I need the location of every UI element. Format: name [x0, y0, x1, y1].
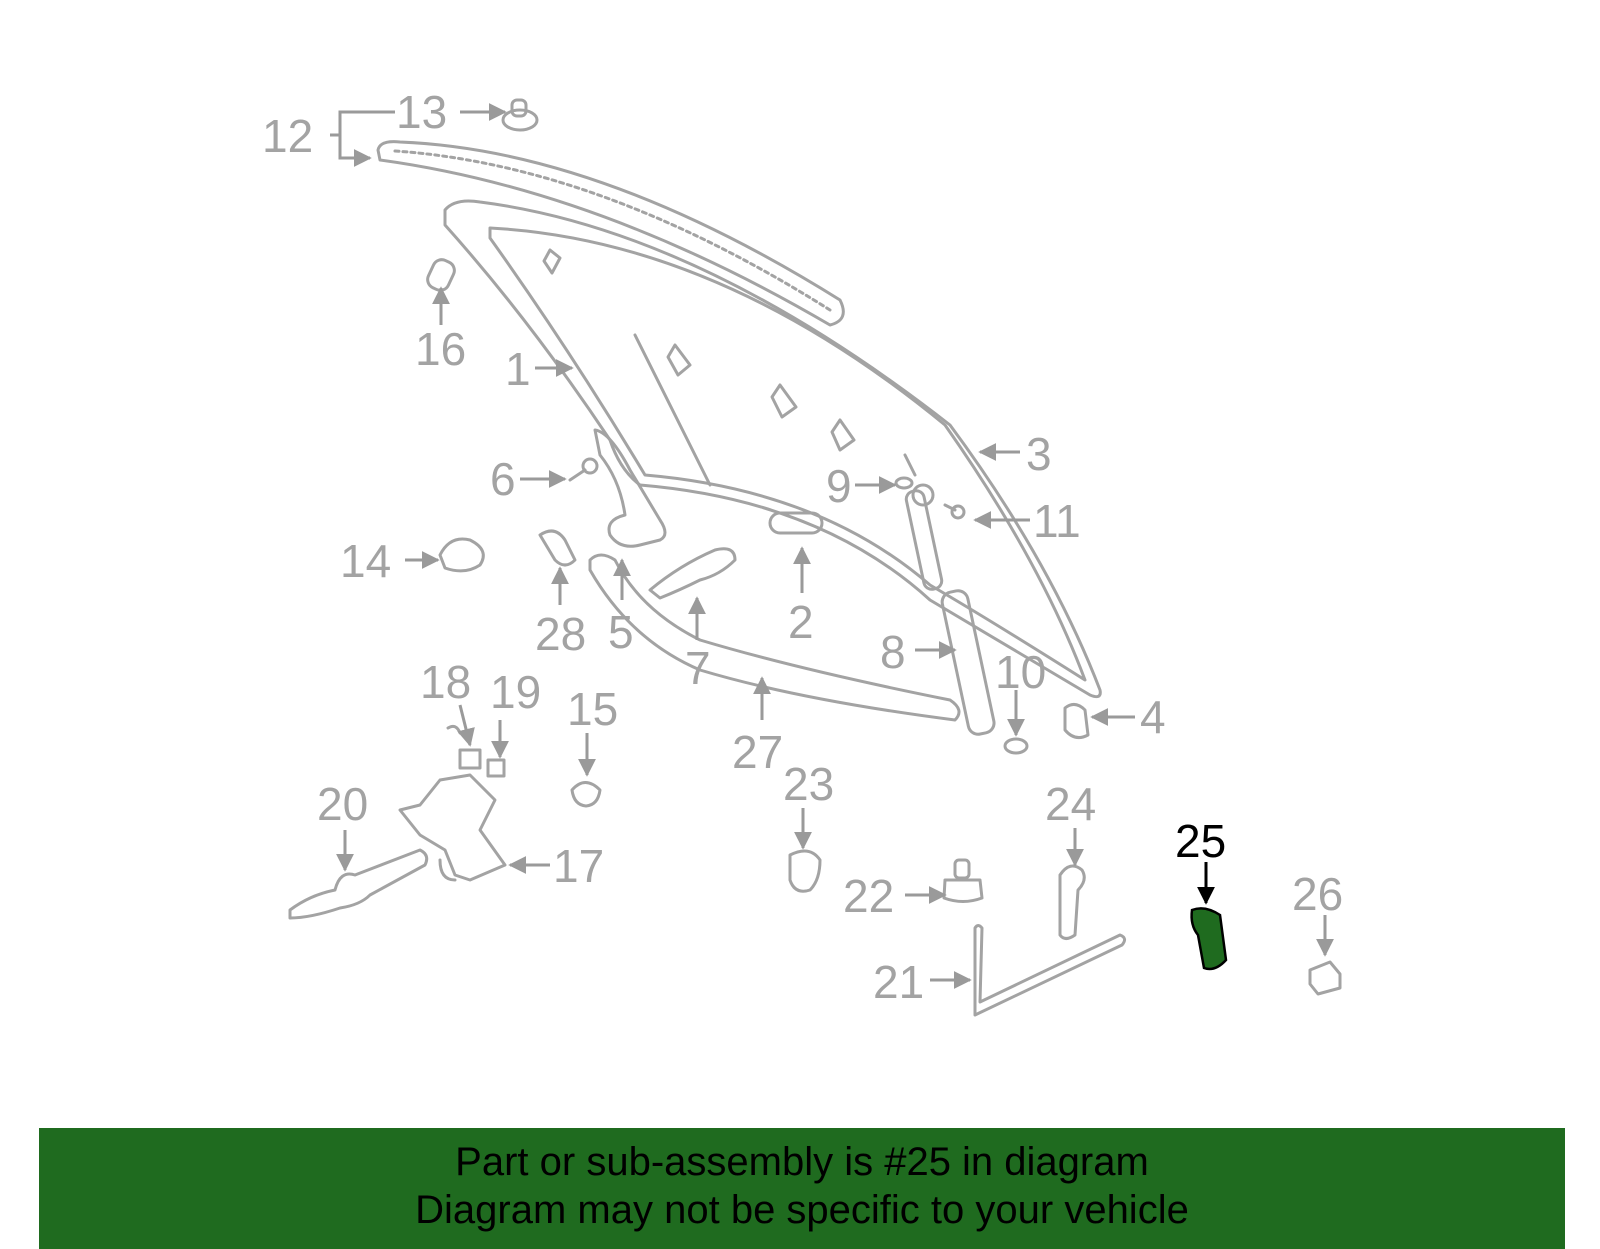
callout-22: 22	[843, 870, 894, 922]
callout-6: 6	[490, 453, 516, 505]
callout-16: 16	[415, 323, 466, 375]
callout-4: 4	[1140, 691, 1166, 743]
part-23-clip	[788, 849, 822, 893]
callout-27: 27	[732, 726, 783, 778]
callout-17: 17	[553, 840, 604, 892]
callout-10: 10	[995, 646, 1046, 698]
callout-1: 1	[505, 343, 531, 395]
info-banner: Part or sub-assembly is #25 in diagram D…	[39, 1128, 1565, 1249]
callout-21: 21	[873, 956, 924, 1008]
part-27-seal	[588, 553, 961, 722]
callout-12: 12	[262, 110, 313, 162]
part-15-stopper	[570, 781, 602, 808]
part-9-clip	[894, 476, 914, 490]
callout-3: 3	[1026, 428, 1052, 480]
part-14-bumper	[438, 537, 485, 573]
callout-20: 20	[317, 778, 368, 830]
callout-25: 25	[1175, 815, 1226, 867]
callout-15: 15	[567, 683, 618, 735]
part-6-bolt	[568, 457, 599, 482]
part-24-clip	[1058, 864, 1086, 940]
leader-lines	[330, 103, 1334, 989]
part-25-highlighted	[1190, 907, 1228, 971]
part-16-bumper	[426, 258, 456, 292]
part-8-strut	[904, 483, 996, 736]
part-20-striker	[288, 848, 429, 920]
callout-26: 26	[1292, 868, 1343, 920]
part-21-rod	[973, 924, 1127, 1017]
part-7-handle	[648, 547, 737, 600]
banner-line-disclaimer: Diagram may not be specific to your vehi…	[415, 1188, 1189, 1232]
part-22-bumper	[942, 858, 984, 903]
part-11-screw	[943, 503, 966, 520]
callout-5: 5	[608, 606, 634, 658]
callout-7: 7	[685, 642, 711, 694]
callout-19: 19	[490, 666, 541, 718]
part-5-hinge	[593, 428, 667, 548]
part-13-clip	[501, 98, 539, 132]
part-10-washer	[1003, 737, 1029, 755]
callout-18: 18	[420, 656, 471, 708]
callout-13: 13	[396, 86, 447, 138]
part-26-clip	[1308, 960, 1342, 996]
callout-14: 14	[340, 535, 391, 587]
callout-9: 9	[826, 460, 852, 512]
callout-24: 24	[1045, 778, 1096, 830]
callout-8: 8	[880, 626, 906, 678]
part-4-bumper	[1063, 703, 1090, 740]
banner-line-part: Part or sub-assembly is #25 in diagram	[455, 1140, 1149, 1184]
callout-labels: 12 13 16 1 3 6 9 11 14 28 5 7 2 8 10 4 2…	[262, 86, 1343, 1008]
callout-11: 11	[1033, 495, 1081, 547]
part-28-bracket	[538, 529, 577, 567]
callout-28: 28	[535, 608, 586, 660]
part-12-weatherstrip	[376, 140, 845, 327]
callout-2: 2	[788, 596, 814, 648]
part-18-switch	[446, 724, 482, 770]
part-17-latch	[398, 773, 507, 882]
callout-23: 23	[783, 758, 834, 810]
part-19-clip	[486, 758, 506, 778]
part-1-liftgate	[443, 199, 1102, 699]
